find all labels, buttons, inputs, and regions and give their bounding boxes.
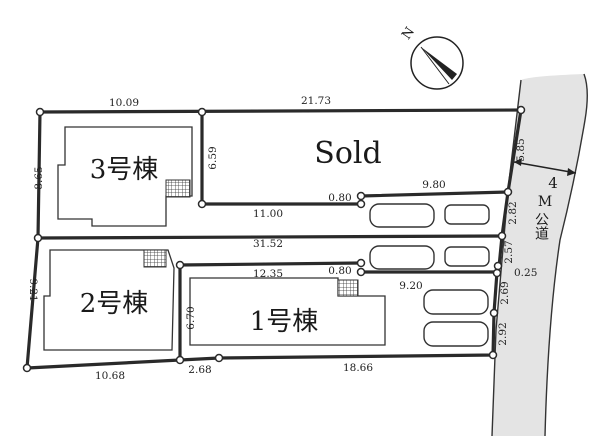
dim-house1-top: 12.35 <box>253 268 283 280</box>
dim-right-1: 5.85 <box>515 138 527 161</box>
house-1-footprint <box>189 277 386 346</box>
road-unit: M <box>538 194 552 210</box>
dim-sold-drive: 9.80 <box>422 179 445 191</box>
dim-right-4: 0.25 <box>514 267 537 279</box>
boundary-markers <box>22 105 526 373</box>
dim-right-5: 2.69 <box>499 281 511 304</box>
sold-lot-label: Sold <box>314 136 381 171</box>
dim-house1-offset: 0.80 <box>328 265 351 277</box>
dim-right-3: 2.57 <box>503 240 515 263</box>
parking-cars <box>369 203 490 347</box>
dim-bottom-mid: 2.68 <box>188 364 211 376</box>
dim-left-lower: 9.21 <box>27 278 39 301</box>
road-width: 4 <box>548 174 558 192</box>
dim-house1-left: 6.70 <box>185 306 197 329</box>
house-1-label: 1号棟 <box>250 307 319 337</box>
public-road <box>492 74 588 436</box>
house-3-label: 3号棟 <box>90 155 159 185</box>
house-1-entrance <box>337 279 359 297</box>
house-2-label: 2号棟 <box>80 289 149 319</box>
dim-right-2: 2.82 <box>507 201 519 224</box>
dim-house1-drive: 9.20 <box>399 280 422 292</box>
house-2-entrance <box>143 249 167 268</box>
dim-bottom-right: 18.66 <box>343 362 373 374</box>
dim-sold-bottom: 11.00 <box>253 208 283 220</box>
house-3-footprint <box>57 126 193 227</box>
north-label: N <box>399 25 418 43</box>
dim-right-6: 2.92 <box>497 322 509 345</box>
north-compass-icon <box>410 36 464 90</box>
house-3-entrance <box>165 179 191 198</box>
dim-bottom-left: 10.68 <box>95 370 125 382</box>
dim-sold-vertical: 6.59 <box>207 146 219 169</box>
road-width-arrow <box>513 158 577 176</box>
dim-top-right: 21.73 <box>301 95 331 107</box>
road-name: 公道 <box>533 212 549 241</box>
dim-sold-offset: 0.80 <box>328 192 351 204</box>
dim-top-left: 10.09 <box>109 97 139 109</box>
dim-middle-line: 31.52 <box>253 238 283 250</box>
house-2-footprint <box>43 249 175 351</box>
dim-left-upper: 8.65 <box>33 166 45 189</box>
